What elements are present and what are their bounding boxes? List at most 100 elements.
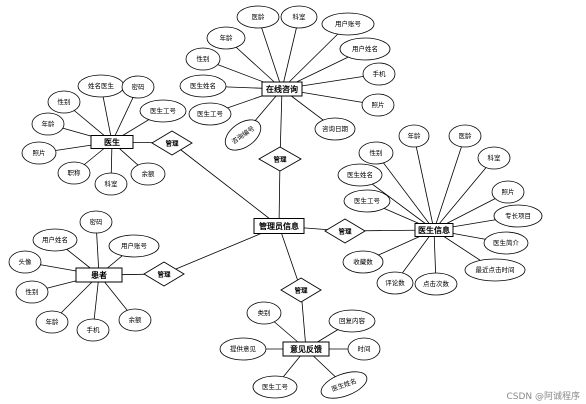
- entity-label: 在线咨询: [266, 84, 298, 94]
- attribute-ellipse: [21, 141, 57, 165]
- attribute-label: 医生工号: [354, 196, 381, 205]
- entity-label: 意见反馈: [290, 344, 322, 354]
- attribute-d7: 职称: [57, 161, 91, 185]
- attribute-label: 医龄: [459, 131, 473, 140]
- relationship-label: 管理: [166, 138, 180, 147]
- attribute-ellipse: [236, 5, 280, 29]
- attribute-label: 年龄: [220, 33, 234, 42]
- attribute-label: 密码: [90, 217, 104, 226]
- attribute-p5: 性别: [15, 280, 49, 304]
- attribute-ellipse: [32, 228, 78, 252]
- attribute-ellipse: [206, 26, 246, 50]
- attribute-label: 回复内容: [339, 316, 366, 325]
- attribute-oc2: 科室: [280, 5, 318, 29]
- attribute-ellipse: [321, 12, 375, 36]
- entity-box: [414, 223, 454, 237]
- attribute-ellipse: [491, 180, 525, 204]
- connector-oc2: [281, 16, 300, 90]
- attribute-label: 收藏数: [353, 257, 373, 266]
- attribute-label: 医生工号: [197, 109, 224, 118]
- attribute-label: 医生工号: [150, 106, 177, 115]
- attribute-p3: 用户账号: [108, 234, 160, 258]
- attribute-p6: 年龄: [35, 310, 69, 334]
- attribute-di13: 最近点击时间: [464, 258, 526, 282]
- relationship-label: 管理: [158, 269, 172, 278]
- attribute-label: 年龄: [408, 131, 422, 140]
- attribute-label: 年龄: [42, 119, 56, 128]
- attribute-d2: 密码: [121, 75, 155, 99]
- attribute-ellipse: [347, 337, 381, 361]
- attribute-ellipse: [339, 37, 391, 61]
- attribute-label: 手机: [87, 325, 101, 334]
- attribute-label: 头像: [19, 257, 33, 266]
- attribute-label: 用户姓名: [42, 235, 68, 244]
- attribute-ellipse: [358, 141, 394, 165]
- attribute-ellipse: [219, 337, 267, 361]
- attribute-f3: 提供意见: [219, 337, 267, 361]
- attribute-ellipse: [139, 99, 187, 123]
- attribute-ellipse: [493, 204, 543, 228]
- attribute-ellipse: [361, 93, 395, 117]
- attribute-ellipse: [343, 189, 391, 213]
- attribute-label: 点击次数: [423, 279, 450, 288]
- attribute-label: 用户账号: [121, 241, 148, 250]
- attribute-di4: 科室: [477, 146, 511, 170]
- relationship-r4: 管理: [143, 261, 185, 287]
- entity-label: 患者: [91, 270, 107, 280]
- entity-docinfo: 医生信息: [414, 223, 454, 237]
- attribute-ellipse: [57, 161, 91, 185]
- attribute-label: 用户姓名: [352, 44, 378, 53]
- attribute-label: 性别: [370, 148, 383, 157]
- attribute-ellipse: [398, 124, 430, 148]
- relationship-diamond: [151, 130, 193, 156]
- entity-box: [282, 341, 330, 357]
- attribute-label: 手机: [373, 69, 387, 78]
- attribute-ellipse: [477, 146, 511, 170]
- relationship-r3: 管理: [324, 218, 366, 244]
- attribute-ellipse: [362, 62, 396, 86]
- relationship-label: 管理: [295, 285, 309, 294]
- connector-r1-1: [171, 142, 280, 227]
- attribute-label: 照片: [33, 148, 46, 157]
- relationship-diamond: [143, 261, 185, 287]
- attribute-ellipse: [314, 117, 356, 141]
- attribute-ellipse: [337, 163, 383, 187]
- attribute-p2: 用户姓名: [32, 228, 78, 252]
- attribute-label: 医龄: [252, 12, 266, 21]
- relationship-diamond: [280, 277, 322, 303]
- attribute-ellipse: [121, 75, 155, 99]
- attribute-label: 性别: [58, 97, 71, 106]
- attribute-ellipse: [224, 119, 262, 151]
- attribute-ellipse: [376, 271, 414, 295]
- attribute-ellipse: [328, 309, 376, 333]
- attribute-ellipse: [464, 258, 526, 282]
- attribute-label: 科室: [488, 153, 502, 162]
- attribute-p7: 手机: [76, 318, 110, 342]
- entity-label: 医生: [104, 137, 120, 147]
- attribute-label: 医生简介: [493, 238, 520, 247]
- relationship-r2: 管理: [258, 146, 302, 172]
- attribute-ellipse: [280, 5, 318, 29]
- attribute-di1: 年龄: [398, 124, 430, 148]
- attribute-f4: 时间: [347, 337, 381, 361]
- attribute-ellipse: [252, 375, 298, 399]
- attribute-label: 余额: [142, 169, 156, 178]
- attribute-di9: 医生简介: [483, 231, 529, 255]
- attribute-oc7: 手机: [362, 62, 396, 86]
- attribute-di10: 收藏数: [342, 250, 384, 274]
- attribute-p1: 密码: [79, 210, 113, 234]
- attribute-ellipse: [414, 272, 458, 296]
- relationship-label: 管理: [339, 226, 353, 235]
- attribute-oc8: 医生姓名: [179, 74, 227, 98]
- attribute-d3: 性别: [47, 90, 81, 114]
- attribute-label: 医生姓名: [347, 170, 373, 179]
- attribute-oc5: 用户姓名: [339, 37, 391, 61]
- entity-label: 医生信息: [418, 225, 450, 235]
- attribute-oc11: 咨询编号: [224, 119, 262, 151]
- attribute-ellipse: [483, 231, 529, 255]
- connector-di1: [413, 135, 435, 231]
- attribute-ellipse: [76, 318, 110, 342]
- attribute-ellipse: [246, 301, 282, 325]
- attribute-ellipse: [47, 90, 81, 114]
